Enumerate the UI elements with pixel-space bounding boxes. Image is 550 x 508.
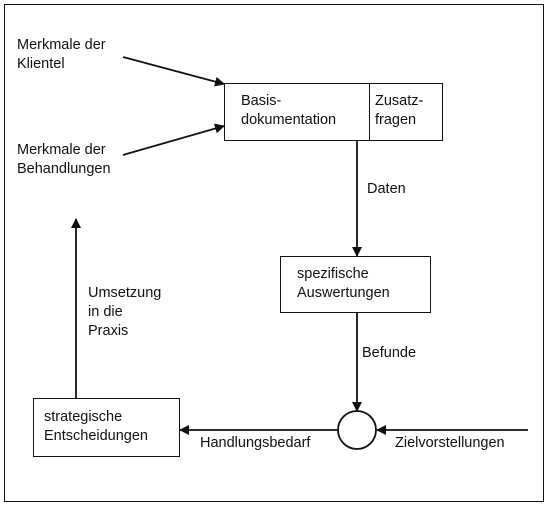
zusatzfragen-label: Zusatz- fragen [375, 93, 424, 128]
arrow-clients-to-basis [122, 56, 225, 87]
diagram-frame [4, 4, 544, 502]
flow-label-befunde: Befunde [362, 345, 417, 361]
flow-label-handlungsbedarf: Handlungsbedarf [200, 435, 311, 451]
flow-label-zielvorstellungen: Zielvorstellungen [395, 435, 505, 451]
entscheidungen-label: strategische Entscheidungen [44, 409, 148, 444]
arrow-treatments-to-basis [122, 123, 225, 156]
auswertungen-label: spezifische Auswertungen [297, 266, 390, 301]
entscheidungen-box: strategische Entscheidungen [33, 398, 180, 457]
comparison-node [337, 410, 377, 450]
auswertungen-box: spezifische Auswertungen [280, 256, 431, 313]
input-label-clients: Merkmale der Klientel [17, 37, 106, 72]
box-divider [369, 84, 370, 140]
flow-label-umsetzung: Umsetzung in die Praxis [88, 285, 162, 339]
flow-label-daten: Daten [367, 181, 406, 197]
basisdokumentation-box: Basis- dokumentation Zusatz- fragen [224, 83, 443, 141]
input-label-treatments: Merkmale der Behandlungen [17, 142, 111, 177]
basisdokumentation-label: Basis- dokumentation [241, 93, 337, 128]
